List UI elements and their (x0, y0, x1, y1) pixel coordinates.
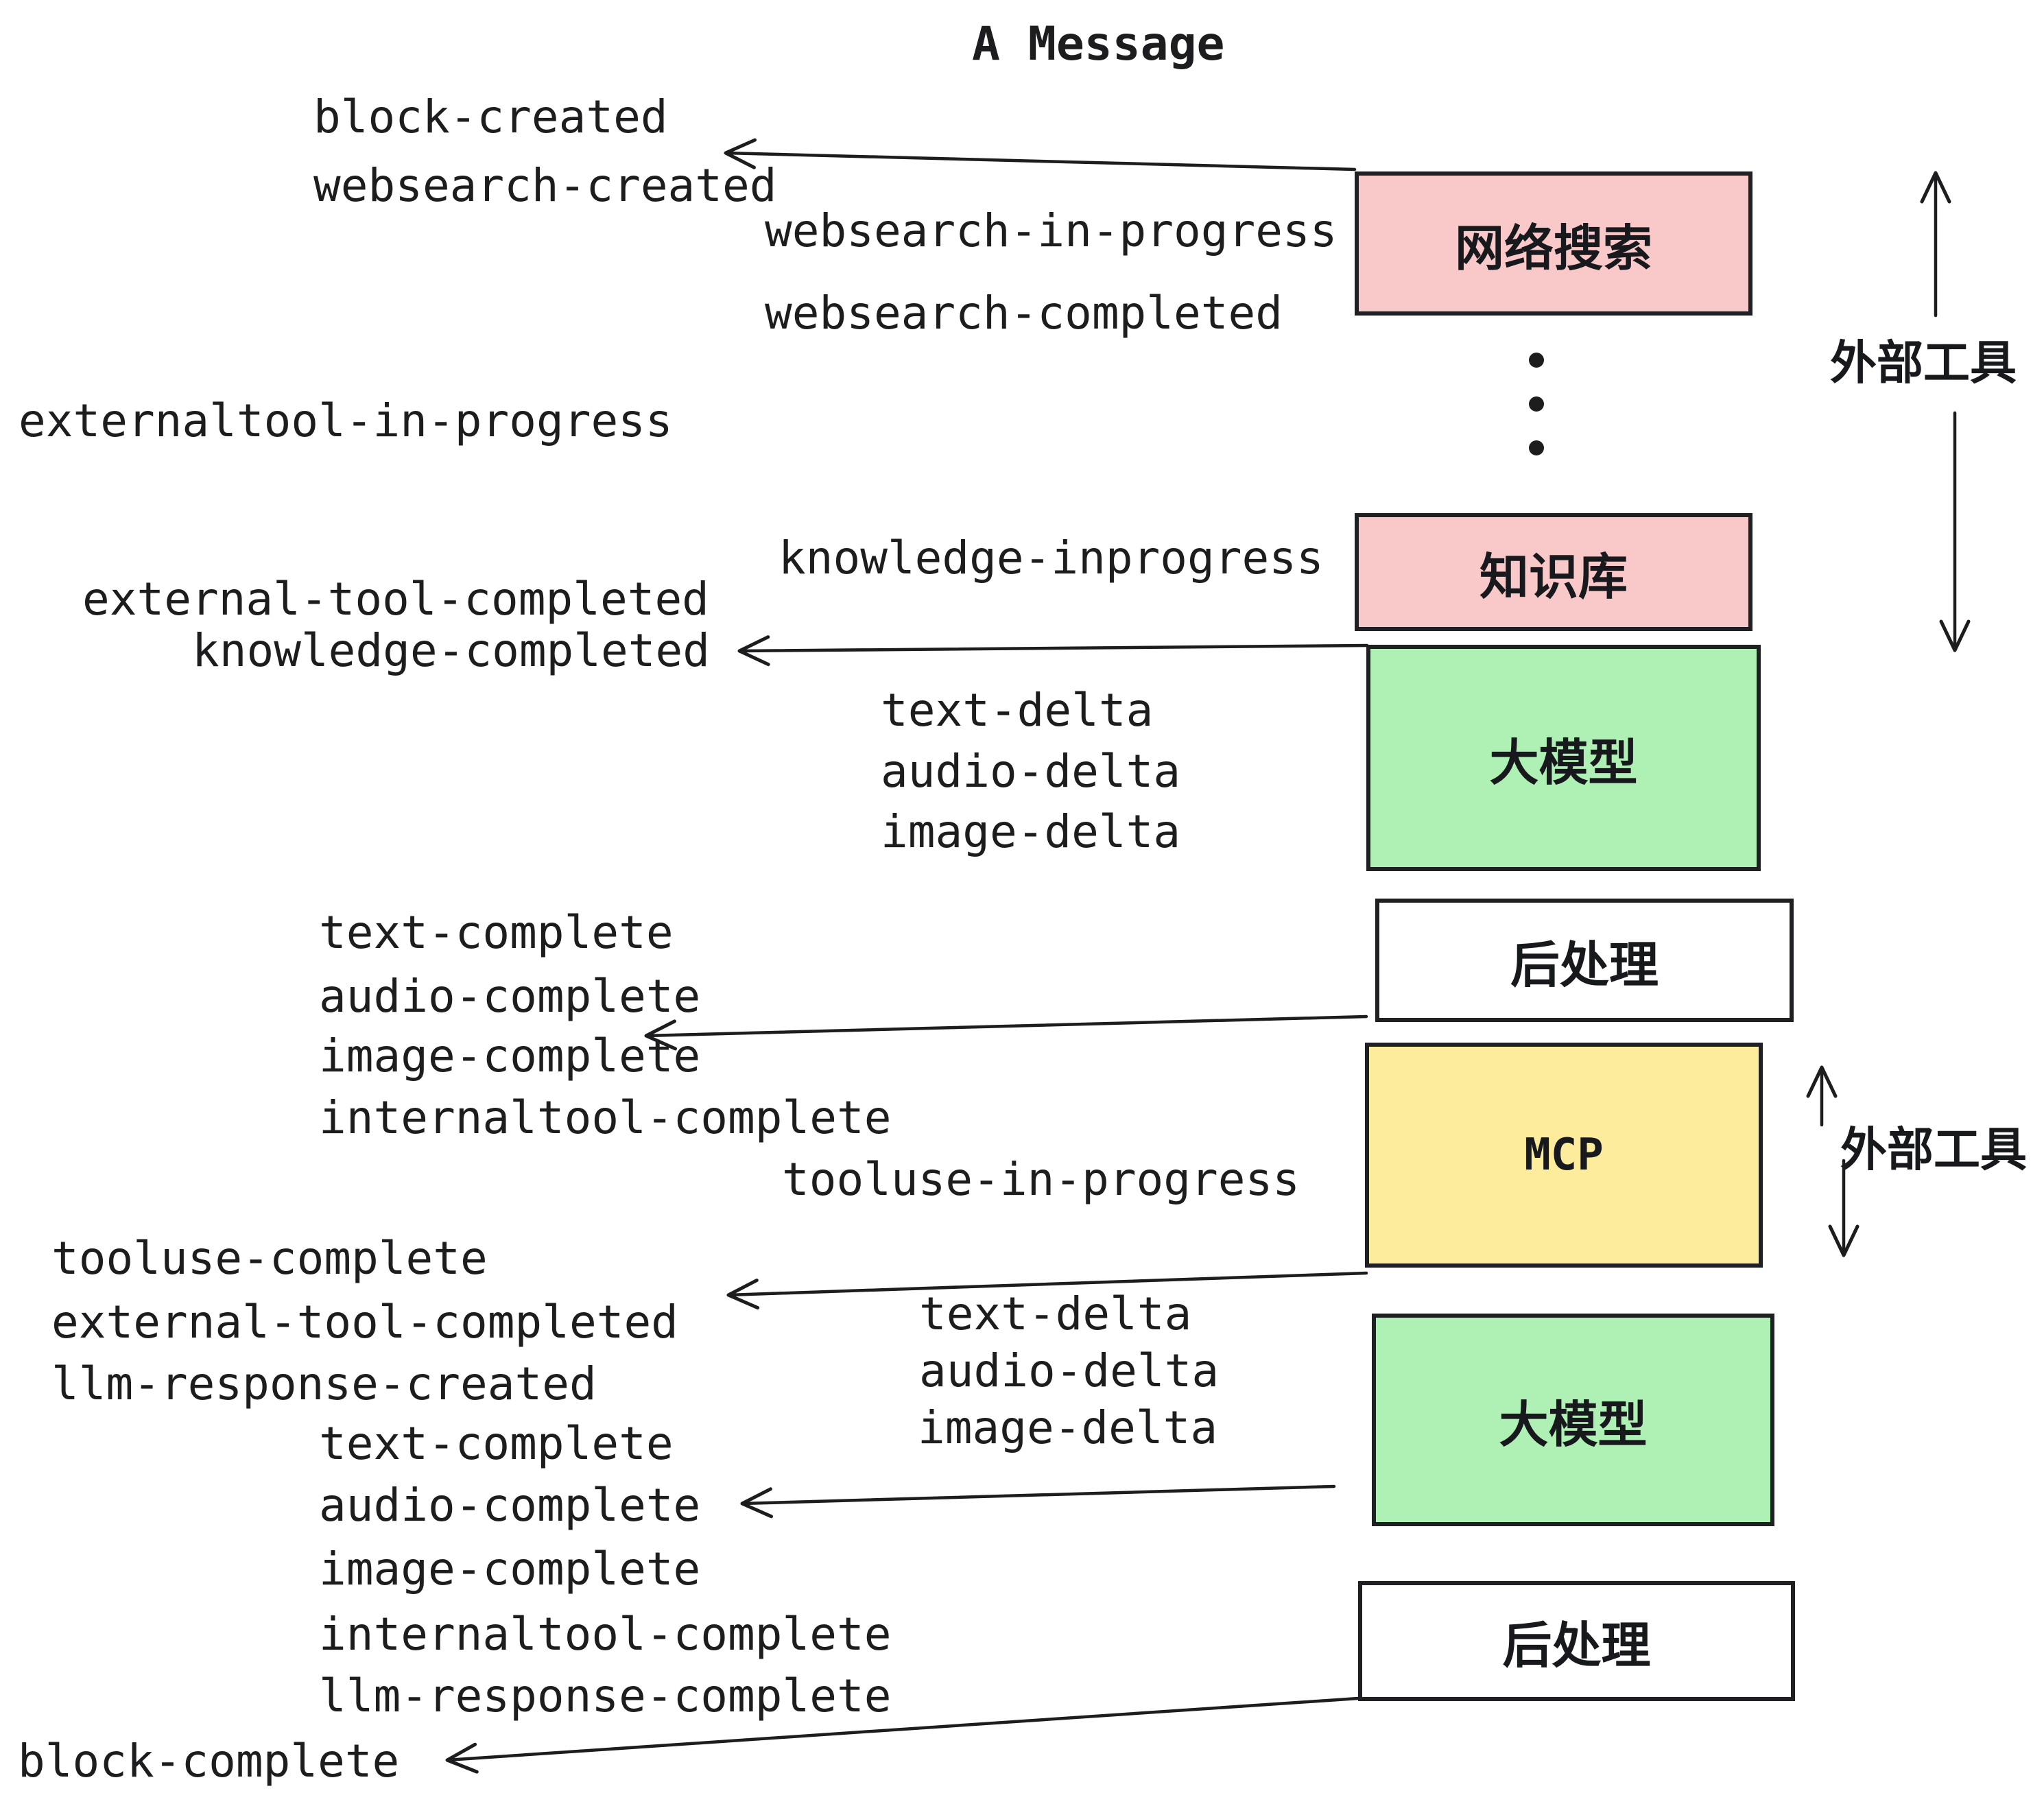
event-image-complete-1: image-complete (319, 1029, 701, 1082)
event-external-tool-completed-2: external-tool-completed (51, 1295, 678, 1349)
event-externaltool-in-progress: externaltool-in-progress (19, 394, 673, 447)
event-audio-complete-1: audio-complete (319, 969, 701, 1023)
event-internaltool-complete-1: internaltool-complete (319, 1091, 892, 1144)
arrow-audio-complete (740, 1484, 1336, 1519)
event-audio-delta-2: audio-delta (919, 1344, 1220, 1397)
event-image-delta-2: image-delta (918, 1401, 1218, 1454)
event-audio-complete-2: audio-complete (319, 1478, 701, 1532)
arrow-knowledge-completed (737, 635, 1369, 667)
event-llm-response-complete: llm-response-complete (319, 1669, 892, 1722)
box-postprocess-2-label: 后处理 (1502, 1617, 1651, 1674)
box-postprocess-1: 后处理 (1375, 899, 1794, 1022)
event-llm-response-created: llm-response-created (51, 1357, 597, 1410)
box-llm-1-label: 大模型 (1489, 733, 1638, 792)
box-websearch: 网络搜索 (1355, 171, 1752, 316)
event-external-tool-completed: external-tool-completed (82, 572, 709, 626)
box-llm-2: 大模型 (1372, 1314, 1774, 1526)
box-postprocess-1-label: 后处理 (1510, 936, 1659, 994)
box-knowledge: 知识库 (1355, 513, 1752, 631)
event-websearch-completed: websearch-completed (765, 286, 1283, 340)
event-block-created: block-created (313, 90, 668, 143)
event-tooluse-in-progress: tooluse-in-progress (782, 1152, 1300, 1206)
event-websearch-created: websearch-created (313, 158, 777, 212)
vertical-ellipsis-icon (1529, 353, 1544, 455)
box-mcp: MCP (1365, 1043, 1763, 1268)
arrow-image-complete (644, 1014, 1368, 1051)
event-text-delta-2: text-delta (919, 1287, 1192, 1340)
annotation-external-tools-top: 外部工具 (1830, 336, 2017, 391)
event-image-complete-2: image-complete (319, 1542, 701, 1595)
box-llm-2-label: 大模型 (1499, 1395, 1648, 1453)
box-mcp-label: MCP (1524, 1130, 1604, 1180)
event-text-complete-2: text-complete (319, 1416, 674, 1470)
arrow-block-created (724, 138, 1357, 171)
annotation-external-tools-mcp: 外部工具 (1840, 1123, 2028, 1178)
event-audio-delta-1: audio-delta (881, 744, 1181, 798)
box-websearch-label: 网络搜索 (1454, 219, 1652, 277)
box-llm-1: 大模型 (1366, 645, 1761, 871)
event-text-complete-1: text-complete (319, 905, 674, 959)
event-image-delta-1: image-delta (881, 805, 1181, 858)
page-title: A Message (972, 16, 1225, 71)
event-text-delta-1: text-delta (881, 683, 1154, 737)
event-knowledge-inprogress: knowledge-inprogress (779, 531, 1324, 584)
event-knowledge-completed: knowledge-completed (192, 624, 710, 677)
box-postprocess-2: 后处理 (1358, 1581, 1795, 1701)
event-tooluse-complete: tooluse-complete (51, 1231, 488, 1285)
event-internaltool-complete-2: internaltool-complete (319, 1607, 892, 1661)
event-websearch-in-progress: websearch-in-progress (765, 204, 1338, 257)
event-block-complete: block-complete (18, 1734, 400, 1788)
box-knowledge-label: 知识库 (1479, 547, 1628, 606)
